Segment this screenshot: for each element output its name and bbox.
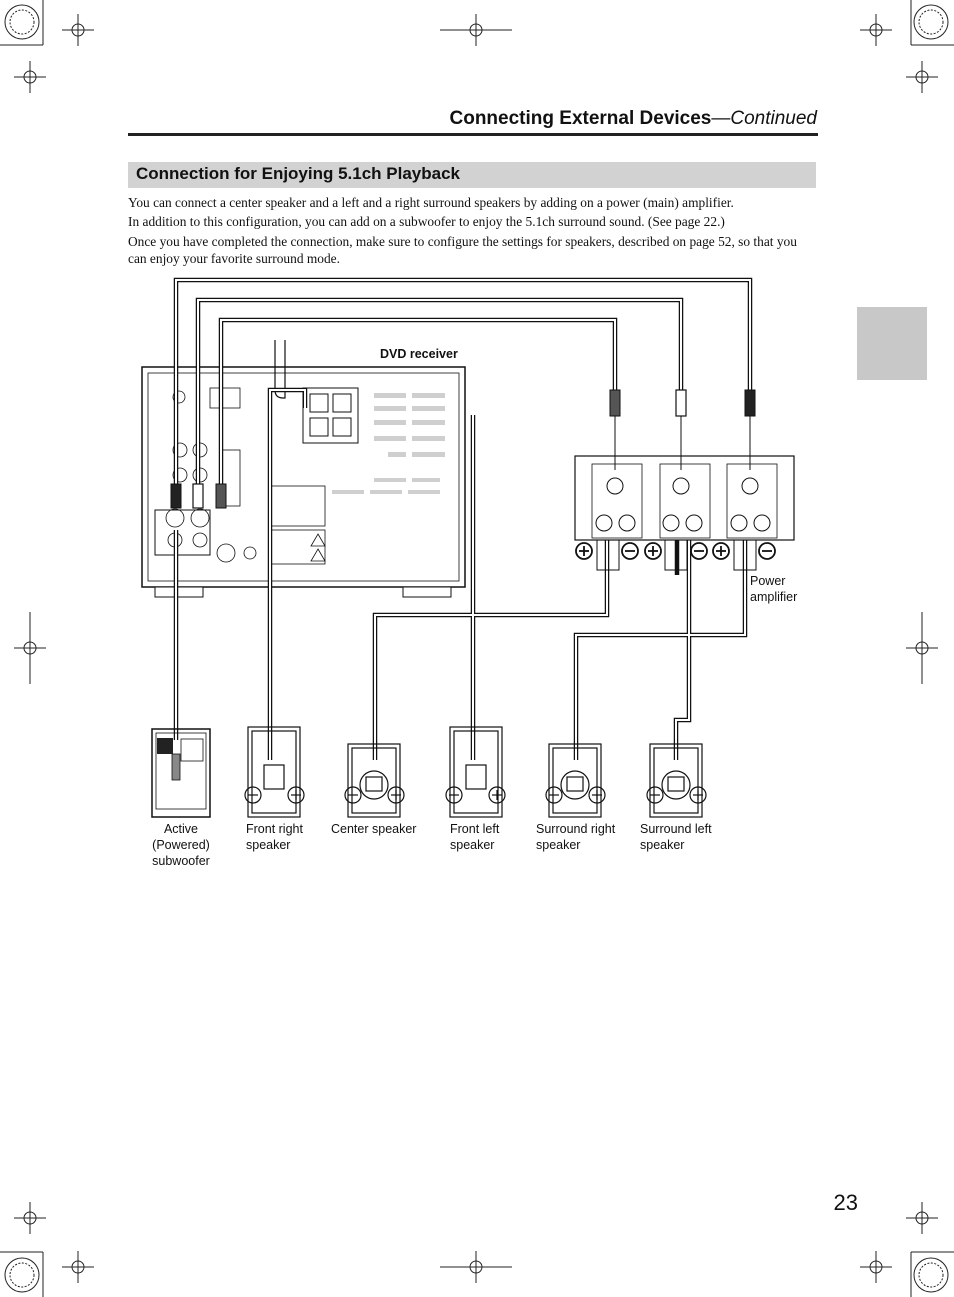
subwoofer-label: Active (Powered) subwoofer — [146, 821, 216, 869]
surround-right-speaker — [545, 743, 606, 818]
page-title-text: Connecting External Devices — [449, 108, 712, 129]
front-left-label-line2: speaker — [450, 838, 495, 852]
power-amplifier-label-line2: amplifier — [750, 590, 798, 604]
page-title: Connecting External Devices—Continued — [300, 108, 818, 130]
center-speaker-label: Center speaker — [331, 821, 416, 837]
side-tab — [857, 307, 927, 380]
page-number: 23 — [833, 1190, 858, 1215]
power-amplifier-label-line1: Power — [750, 574, 786, 588]
section-header-bar — [128, 162, 816, 188]
center-label-line1: Center speaker — [331, 822, 417, 836]
subwoofer-label-line3: subwoofer — [152, 854, 210, 868]
front-right-speaker-label: Front right speaker — [246, 821, 303, 853]
dvd-receiver-label: DVD receiver — [380, 347, 458, 361]
front-left-speaker-label: Front left speaker — [450, 821, 499, 853]
section-title: Connection for Enjoying 5.1ch Playback — [136, 164, 461, 183]
surround-left-label-line2: speaker — [640, 838, 685, 852]
power-amplifier — [574, 455, 795, 571]
surround-left-speaker — [646, 743, 707, 818]
center-speaker — [344, 743, 405, 818]
front-left-label-line1: Front left — [450, 822, 500, 836]
surround-right-speaker-label: Surround right speaker — [536, 821, 615, 853]
body-paragraph-2: In addition to this configuration, you c… — [128, 214, 725, 229]
subwoofer-label-line2: (Powered) — [152, 838, 210, 852]
subwoofer-label-line1: Active — [163, 822, 199, 836]
body-paragraph-3: Once you have completed the connection, … — [128, 234, 797, 266]
front-right-speaker — [244, 726, 305, 818]
surround-left-label-line1: Surround left — [640, 822, 712, 836]
surround-left-speaker-label: Surround left speaker — [640, 821, 712, 853]
dvd-receiver — [141, 340, 466, 598]
surround-right-label-line2: speaker — [536, 838, 581, 852]
surround-right-label-line1: Surround right — [536, 822, 616, 836]
front-right-label-line1: Front right — [246, 822, 303, 836]
title-rule — [128, 133, 818, 136]
body-paragraph-1: You can connect a center speaker and a l… — [128, 195, 734, 210]
front-right-label-line2: speaker — [246, 838, 291, 852]
power-amplifier-label: Power amplifier — [750, 573, 797, 605]
page-title-suffix: —Continued — [711, 108, 817, 129]
subwoofer — [151, 728, 211, 818]
front-left-speaker — [445, 726, 506, 818]
connection-diagram — [141, 277, 795, 818]
